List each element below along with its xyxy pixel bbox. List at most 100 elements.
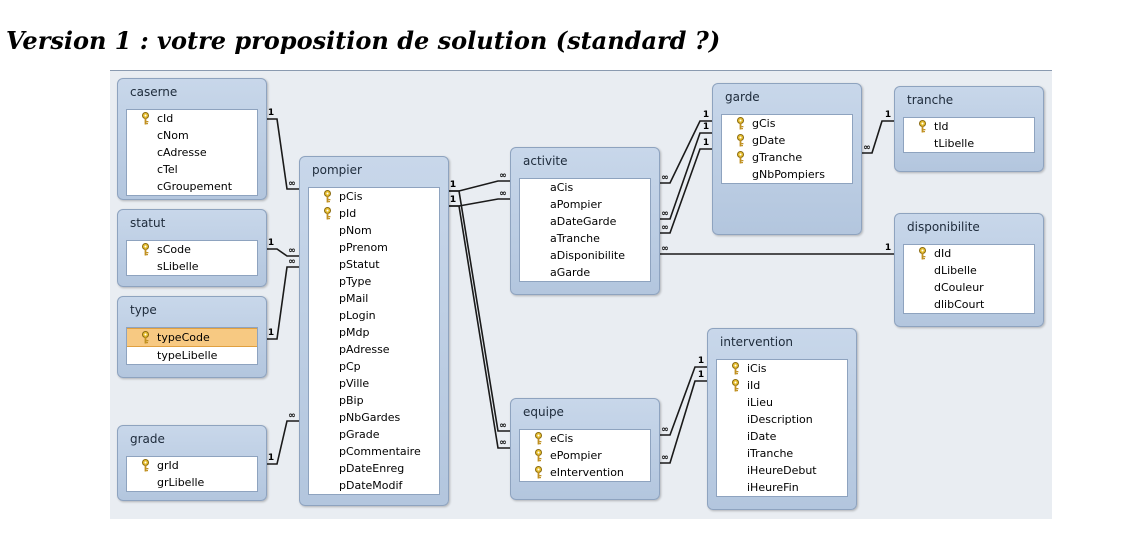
key-icon: [534, 432, 543, 445]
field-row[interactable]: pId: [309, 205, 439, 222]
key-icon: [918, 247, 927, 260]
svg-text:1: 1: [268, 238, 274, 248]
field-row[interactable]: iHeureDebut: [717, 462, 847, 479]
svg-text:1: 1: [268, 328, 274, 338]
field-row[interactable]: gTranche: [722, 149, 852, 166]
relationship-line[interactable]: 1∞: [265, 257, 299, 340]
field-row[interactable]: pPrenom: [309, 239, 439, 256]
field-row[interactable]: pGrade: [309, 426, 439, 443]
field-name: pCommentaire: [339, 445, 421, 458]
field-row[interactable]: sCode: [127, 241, 257, 258]
field-row[interactable]: iTranche: [717, 445, 847, 462]
field-row[interactable]: iDate: [717, 428, 847, 445]
field-row[interactable]: cAdresse: [127, 144, 257, 161]
field-row[interactable]: cTel: [127, 161, 257, 178]
field-name: ePompier: [550, 449, 602, 462]
field-row[interactable]: aCis: [520, 179, 650, 196]
field-row[interactable]: grLibelle: [127, 474, 257, 491]
field-row[interactable]: pAdresse: [309, 341, 439, 358]
field-row[interactable]: pCommentaire: [309, 443, 439, 460]
field-row[interactable]: iCis: [717, 360, 847, 377]
table-title: activite: [523, 154, 568, 168]
field-row[interactable]: pDateEnreg: [309, 460, 439, 477]
field-row[interactable]: cId: [127, 110, 257, 127]
field-row[interactable]: pType: [309, 273, 439, 290]
field-row[interactable]: cNom: [127, 127, 257, 144]
field-row[interactable]: iId: [717, 377, 847, 394]
field-row[interactable]: pLogin: [309, 307, 439, 324]
relationship-line[interactable]: 1∞: [658, 110, 712, 184]
field-row[interactable]: dlibCourt: [904, 296, 1034, 313]
field-name: grLibelle: [157, 476, 205, 489]
field-row[interactable]: aDateGarde: [520, 213, 650, 230]
field-row[interactable]: gNbPompiers: [722, 166, 852, 183]
svg-text:∞: ∞: [288, 411, 296, 421]
field-row[interactable]: pVille: [309, 375, 439, 392]
field-row[interactable]: aDisponibilite: [520, 247, 650, 264]
field-row[interactable]: pMail: [309, 290, 439, 307]
field-row[interactable]: sLibelle: [127, 258, 257, 275]
field-name: eIntervention: [550, 466, 624, 479]
field-row[interactable]: pNom: [309, 222, 439, 239]
field-row[interactable]: aPompier: [520, 196, 650, 213]
relationship-line[interactable]: 1∞: [265, 238, 299, 257]
relationship-line[interactable]: 1∞: [265, 411, 299, 465]
field-row[interactable]: tLibelle: [904, 135, 1034, 152]
field-name: pStatut: [339, 258, 380, 271]
relationship-line[interactable]: 1∞: [658, 243, 894, 255]
key-icon: [534, 449, 543, 462]
field-name: cTel: [157, 163, 178, 176]
field-row[interactable]: grId: [127, 457, 257, 474]
field-row[interactable]: iLieu: [717, 394, 847, 411]
field-row[interactable]: ePompier: [520, 447, 650, 464]
field-row[interactable]: tId: [904, 118, 1034, 135]
field-row[interactable]: eIntervention: [520, 464, 650, 481]
field-row[interactable]: iDescription: [717, 411, 847, 428]
relationship-line[interactable]: 1∞: [658, 138, 712, 234]
field-list: eCis ePompier eIntervention: [519, 429, 651, 482]
field-name: eCis: [550, 432, 574, 445]
relationship-line[interactable]: 1∞: [447, 195, 510, 449]
relationship-line[interactable]: 1∞: [658, 356, 707, 436]
field-row[interactable]: typeLibelle: [127, 347, 257, 364]
field-row[interactable]: dId: [904, 245, 1034, 262]
field-row[interactable]: pDateModif: [309, 477, 439, 494]
relationship-line[interactable]: 1∞: [265, 108, 299, 190]
field-row[interactable]: pCp: [309, 358, 439, 375]
field-row[interactable]: pMdp: [309, 324, 439, 341]
field-row[interactable]: eCis: [520, 430, 650, 447]
field-row[interactable]: pStatut: [309, 256, 439, 273]
relationship-line[interactable]: 1∞: [658, 122, 712, 220]
field-row[interactable]: gCis: [722, 115, 852, 132]
field-row[interactable]: gDate: [722, 132, 852, 149]
relationship-line[interactable]: 1∞: [447, 171, 510, 192]
field-row[interactable]: aTranche: [520, 230, 650, 247]
field-row[interactable]: cGroupement: [127, 178, 257, 195]
field-row[interactable]: typeCode: [127, 328, 257, 347]
field-row[interactable]: pBip: [309, 392, 439, 409]
relationship-line[interactable]: 1∞: [860, 110, 894, 154]
field-row[interactable]: dLibelle: [904, 262, 1034, 279]
relationship-line[interactable]: 1∞: [658, 370, 707, 464]
field-row[interactable]: pNbGardes: [309, 409, 439, 426]
field-name: iHeureDebut: [747, 464, 817, 477]
field-row[interactable]: dCouleur: [904, 279, 1034, 296]
field-row[interactable]: iHeureFin: [717, 479, 847, 496]
field-row[interactable]: pCis: [309, 188, 439, 205]
field-row[interactable]: aGarde: [520, 264, 650, 281]
relationship-line[interactable]: 1∞: [447, 180, 510, 432]
